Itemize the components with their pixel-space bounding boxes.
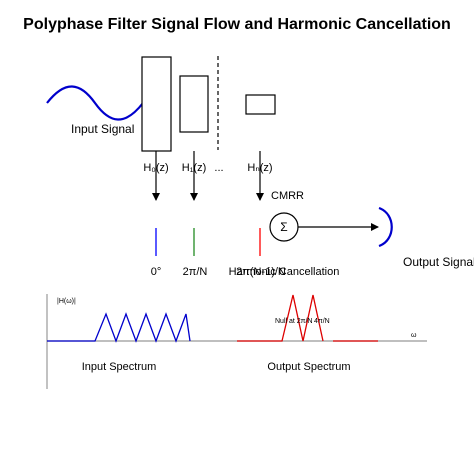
phase-label-0: 0° — [151, 266, 162, 278]
filter-block-h1 — [179, 75, 209, 133]
input-signal-label: Input Signal — [71, 122, 134, 136]
output-signal-label: Output Signal — [403, 255, 474, 269]
output-spectrum-label: Output Spectrum — [267, 361, 350, 373]
null-label-1: Null at 2π/N — [275, 318, 313, 325]
cmrr-label: CMRR — [271, 190, 304, 202]
spectrum-y-axis-label: |H(ω)| — [57, 298, 76, 305]
harmonic-cancellation-label: Harmonic Cancellation — [229, 266, 340, 278]
input-spectrum-curve — [47, 312, 191, 343]
filter-block-hn — [245, 94, 276, 115]
input-sine-wave — [46, 85, 144, 121]
filter-ellipsis: ... — [214, 162, 223, 174]
output-signal-arc — [378, 206, 393, 248]
null-label-2: 4π/N — [314, 318, 330, 325]
summer-symbol: Σ — [280, 220, 287, 234]
filter-block-h0 — [141, 56, 172, 152]
phase-label-n: 2π(N-1)/N — [236, 266, 286, 278]
phase-label-1: 2π/N — [183, 266, 208, 278]
output-spectrum-curve — [237, 294, 324, 342]
spectrum-x-axis-label: ω — [411, 332, 417, 339]
diagram-title: Polyphase Filter Signal Flow and Harmoni… — [23, 16, 451, 33]
input-spectrum-label: Input Spectrum — [82, 361, 157, 373]
